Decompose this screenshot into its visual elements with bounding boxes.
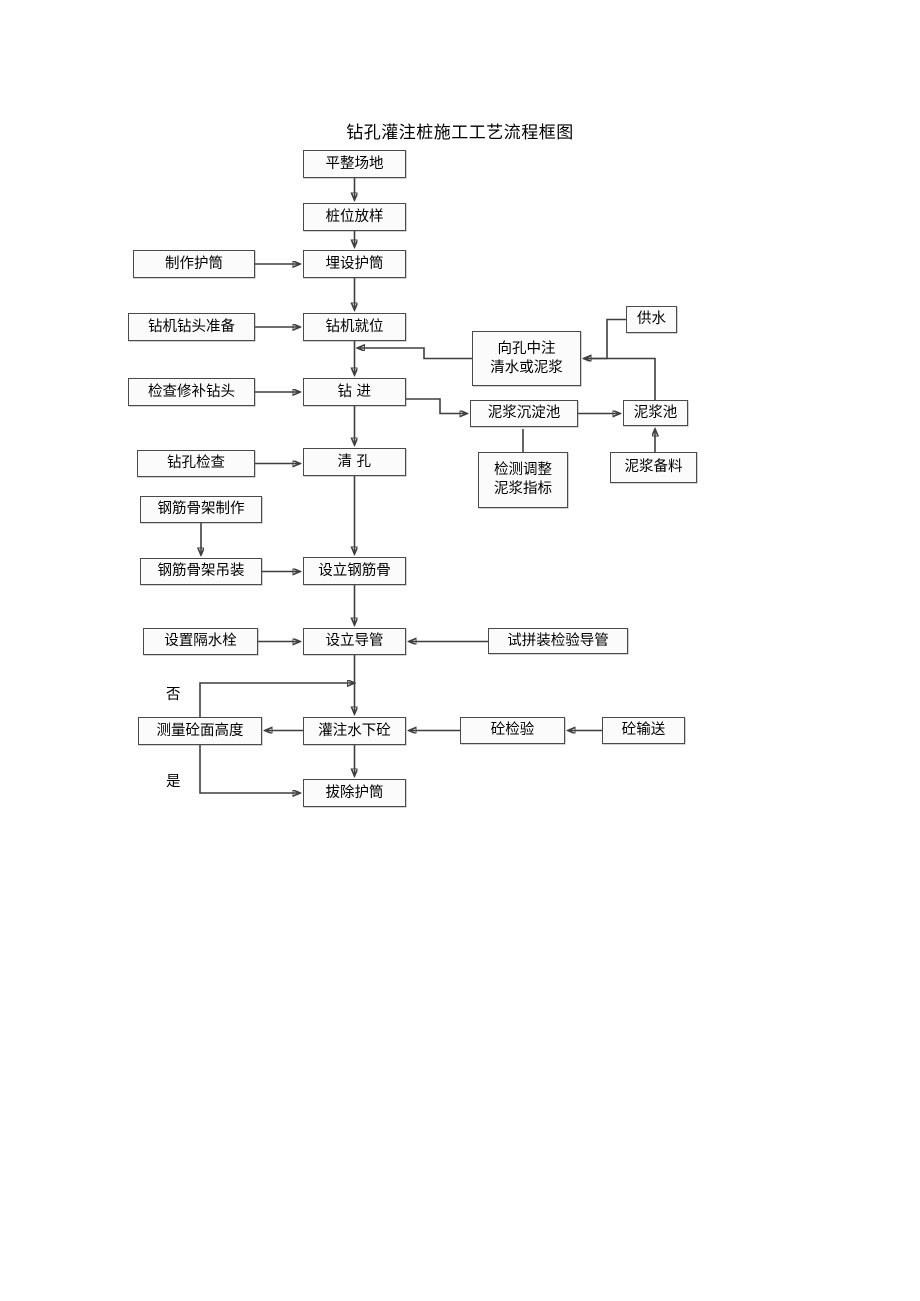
edge-r4-r1 (584, 359, 656, 400)
node-pile-setout[interactable]: 桩位放样 (303, 203, 406, 231)
edge-label-yes: 是 (166, 774, 181, 790)
node-slurry-pond[interactable]: 泥浆池 (623, 400, 688, 426)
node-rig-bit-preparation[interactable]: 钻机钻头准备 (128, 313, 255, 341)
node-rig-in-position[interactable]: 钻机就位 (303, 313, 406, 341)
node-rebar-cage-fabrication[interactable]: 钢筋骨架制作 (140, 496, 262, 523)
node-inspect-repair-bit[interactable]: 检查修补钻头 (128, 378, 255, 406)
page-title: 钻孔灌注桩施工工艺流程框图 (346, 123, 574, 142)
node-make-casing[interactable]: 制作护筒 (133, 250, 255, 278)
node-inject-water-or-slurry[interactable]: 向孔中注 清水或泥浆 (472, 331, 581, 386)
node-underwater-concrete-pour[interactable]: 灌注水下砼 (303, 717, 406, 745)
edge-r2-r1 (584, 318, 626, 359)
edge-label-no: 否 (166, 687, 181, 703)
node-water-supply[interactable]: 供水 (626, 306, 677, 333)
node-concrete-inspection[interactable]: 砼检验 (460, 717, 565, 744)
node-hole-cleaning[interactable]: 清 孔 (303, 448, 406, 476)
node-set-water-plug[interactable]: 设置隔水栓 (143, 628, 258, 655)
node-place-tremie-pipe[interactable]: 设立导管 (303, 628, 406, 655)
node-slurry-settling-tank[interactable]: 泥浆沉淀池 (470, 400, 578, 427)
node-drilling[interactable]: 钻 进 (303, 378, 406, 406)
edge-l8-n10-yes (199, 745, 300, 793)
node-concrete-delivery[interactable]: 砼输送 (602, 717, 685, 744)
node-rebar-cage-lifting[interactable]: 钢筋骨架吊装 (140, 558, 262, 585)
node-place-rebar-cage[interactable]: 设立钢筋骨 (303, 557, 406, 585)
node-level-ground[interactable]: 平整场地 (303, 150, 406, 178)
node-remove-casing[interactable]: 拔除护筒 (303, 779, 406, 807)
node-test-adjust-slurry-index[interactable]: 检测调整 泥浆指标 (478, 452, 568, 508)
node-slurry-material-prep[interactable]: 泥浆备料 (610, 452, 697, 483)
node-trial-assemble-inspect-tremie[interactable]: 试拼装检验导管 (488, 628, 628, 654)
node-measure-concrete-level[interactable]: 测量砼面高度 (138, 717, 262, 745)
edge-n5-r3 (406, 398, 467, 414)
edge-r1-n4 (358, 348, 472, 360)
node-install-casing[interactable]: 埋设护筒 (303, 250, 406, 278)
node-borehole-inspection[interactable]: 钻孔检查 (137, 450, 255, 477)
edge-l8-n9-no (199, 683, 355, 717)
